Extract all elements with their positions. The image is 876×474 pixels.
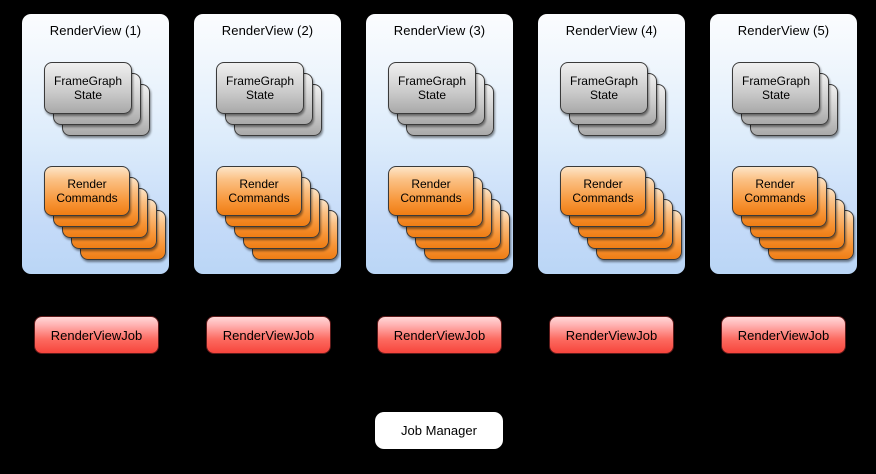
- render-commands-card: Render Commands: [732, 166, 818, 216]
- render-commands-stack[interactable]: Render Commands: [388, 166, 510, 262]
- render-commands-stack[interactable]: Render Commands: [732, 166, 854, 262]
- render-view-job-label: RenderViewJob: [222, 327, 315, 343]
- framegraph-state-label: FrameGraph State: [225, 74, 295, 102]
- render-commands-label: Render Commands: [744, 177, 806, 205]
- render-view-title: RenderView (5): [737, 23, 830, 38]
- render-commands-card: Render Commands: [388, 166, 474, 216]
- framegraph-state-stack[interactable]: FrameGraph State: [44, 62, 154, 142]
- framegraph-state-card: FrameGraph State: [216, 62, 304, 114]
- render-view-job-button[interactable]: RenderViewJob: [377, 316, 502, 354]
- framegraph-state-label: FrameGraph State: [741, 74, 811, 102]
- framegraph-state-label: FrameGraph State: [569, 74, 639, 102]
- framegraph-state-card: FrameGraph State: [44, 62, 132, 114]
- framegraph-state-stack[interactable]: FrameGraph State: [388, 62, 498, 142]
- render-commands-stack[interactable]: Render Commands: [44, 166, 166, 262]
- render-commands-card: Render Commands: [44, 166, 130, 216]
- render-view-job-label: RenderViewJob: [393, 327, 486, 343]
- render-view-job-button[interactable]: RenderViewJob: [34, 316, 159, 354]
- render-view-title: RenderView (3): [393, 23, 486, 38]
- render-commands-card: Render Commands: [560, 166, 646, 216]
- render-view-job-button[interactable]: RenderViewJob: [549, 316, 674, 354]
- job-manager-label: Job Manager: [401, 423, 477, 438]
- render-commands-label: Render Commands: [228, 177, 290, 205]
- render-view-job-button[interactable]: RenderViewJob: [721, 316, 846, 354]
- render-commands-label: Render Commands: [572, 177, 634, 205]
- render-view-job-label: RenderViewJob: [50, 327, 143, 343]
- render-view-title: RenderView (4): [565, 23, 658, 38]
- framegraph-state-label: FrameGraph State: [53, 74, 123, 102]
- render-commands-label: Render Commands: [56, 177, 118, 205]
- job-manager-box[interactable]: Job Manager: [375, 412, 503, 449]
- framegraph-state-card: FrameGraph State: [732, 62, 820, 114]
- render-commands-stack[interactable]: Render Commands: [560, 166, 682, 262]
- framegraph-state-card: FrameGraph State: [388, 62, 476, 114]
- framegraph-state-card: FrameGraph State: [560, 62, 648, 114]
- render-commands-stack[interactable]: Render Commands: [216, 166, 338, 262]
- framegraph-state-label: FrameGraph State: [397, 74, 467, 102]
- render-view-job-label: RenderViewJob: [565, 327, 658, 343]
- render-view-job-label: RenderViewJob: [737, 327, 830, 343]
- render-commands-card: Render Commands: [216, 166, 302, 216]
- render-view-title: RenderView (1): [49, 23, 142, 38]
- framegraph-state-stack[interactable]: FrameGraph State: [732, 62, 842, 142]
- render-view-title: RenderView (2): [221, 23, 314, 38]
- render-view-job-button[interactable]: RenderViewJob: [206, 316, 331, 354]
- render-commands-label: Render Commands: [400, 177, 462, 205]
- framegraph-state-stack[interactable]: FrameGraph State: [560, 62, 670, 142]
- framegraph-state-stack[interactable]: FrameGraph State: [216, 62, 326, 142]
